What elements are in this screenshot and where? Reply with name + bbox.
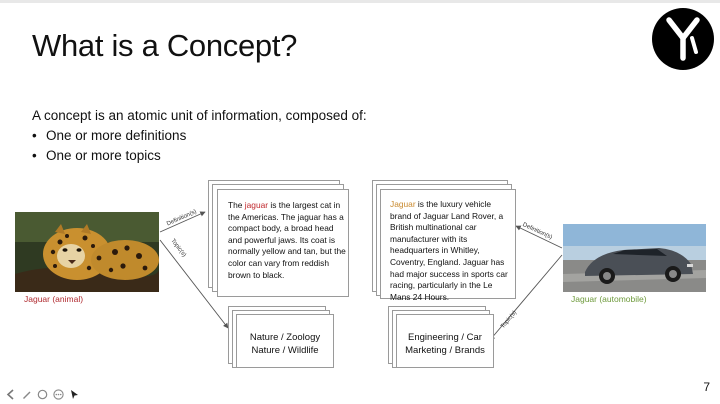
bullet-marker: •	[32, 148, 37, 163]
caption-jaguar-automobile: Jaguar (automobile)	[571, 294, 647, 304]
arrow-right-topics	[489, 254, 563, 341]
bullet-text: One or more definitions	[46, 128, 187, 143]
definition-pre: The	[228, 200, 245, 210]
arrow-left-definition	[159, 211, 206, 233]
pen-icon[interactable]	[20, 388, 33, 401]
topics-card-left: Nature / Zoology Nature / Wildlife	[236, 314, 334, 368]
intro-block: A concept is an atomic unit of informati…	[32, 106, 367, 166]
definition-text-left: The jaguar is the largest cat in the Ame…	[228, 200, 346, 281]
cursor-icon[interactable]	[68, 388, 81, 401]
arrow-left-icon[interactable]	[4, 388, 17, 401]
jaguar-car-photo	[563, 224, 706, 292]
topic-list-right: Engineering / Car Marketing / Brands	[397, 332, 493, 357]
caption-text: Jaguar (animal)	[24, 294, 84, 304]
definition-post: is the luxury vehicle brand of Jaguar La…	[390, 199, 508, 302]
brand-logo	[652, 8, 714, 70]
jaguar-animal-photo	[15, 212, 159, 292]
topic-item: Marketing / Brands	[405, 344, 485, 356]
caption-text: Jaguar (automobile)	[571, 294, 647, 304]
bullet-marker: •	[32, 128, 37, 143]
topic-list-left: Nature / Zoology Nature / Wildlife	[237, 332, 333, 357]
slide-title: What is a Concept?	[32, 28, 298, 63]
bullet-item: • One or more topics	[32, 146, 367, 166]
definition-post: is the largest cat in the Americas. The …	[228, 200, 346, 280]
arrow-left-topics	[159, 239, 229, 329]
arrow-right-definition	[515, 225, 563, 249]
bullet-text: One or more topics	[46, 148, 161, 163]
definition-card-left: The jaguar is the largest cat in the Ame…	[217, 189, 349, 297]
more-icon[interactable]	[52, 388, 65, 401]
topic-item: Engineering / Car	[408, 332, 482, 343]
page-number: 7	[703, 380, 710, 394]
top-divider	[0, 0, 720, 3]
bullet-item: • One or more definitions	[32, 126, 367, 146]
intro-lead: A concept is an atomic unit of informati…	[32, 108, 367, 123]
topic-item: Nature / Wildlife	[251, 344, 319, 356]
definition-text-right: Jaguar is the luxury vehicle brand of Ja…	[390, 199, 512, 303]
highlighted-term: Jaguar	[390, 199, 416, 209]
highlighted-term: jaguar	[244, 200, 269, 210]
caption-jaguar-animal: Jaguar (animal)	[24, 294, 83, 304]
topic-item: Nature / Zoology	[249, 332, 321, 343]
zoom-icon[interactable]	[36, 388, 49, 401]
y-logo-icon	[666, 17, 700, 61]
topics-card-right: Engineering / Car Marketing / Brands	[396, 314, 494, 368]
presentation-toolbar	[4, 388, 81, 401]
definition-card-right: Jaguar is the luxury vehicle brand of Ja…	[380, 189, 516, 302]
